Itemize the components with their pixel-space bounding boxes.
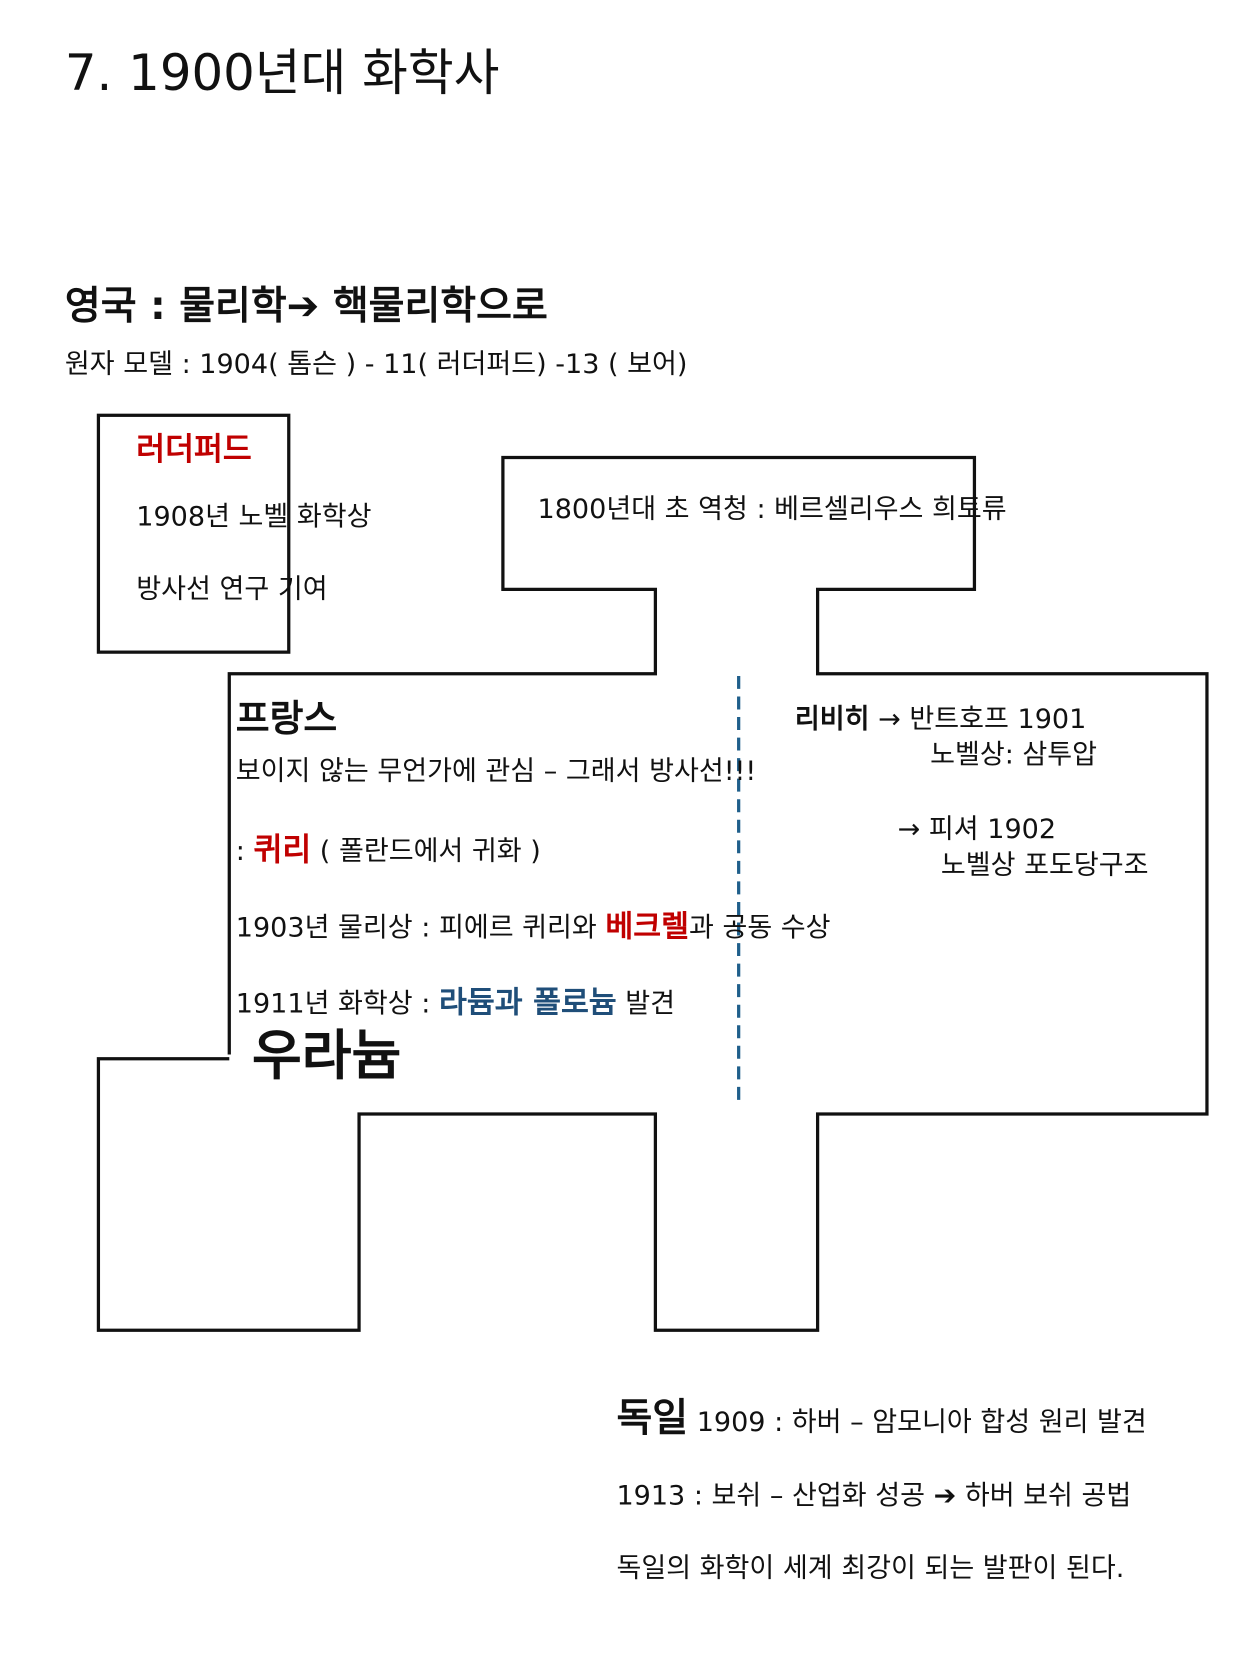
- france-heading: 프랑스: [235, 697, 338, 741]
- uk-heading: 영국 : 물리학➔ 핵물리학으로: [64, 284, 548, 329]
- fischer-line: → 피셔 1902: [897, 813, 1057, 845]
- germany-heading: 독일: [616, 1396, 689, 1441]
- vanthoff-prize: 노벨상: 삼투압: [930, 738, 1098, 771]
- physics-prize-suffix: 과 공동 수상: [688, 911, 831, 944]
- chemistry-prize-suffix: 발견: [616, 987, 676, 1019]
- country-map-outline: [96, 455, 1209, 1332]
- curie-line: : 퀴리 ( 폴란드에서 귀화 ): [236, 831, 541, 869]
- chemistry-prize-prefix: 1911년 화학상 :: [235, 987, 439, 1019]
- uranium-label: 우라늄: [251, 1024, 402, 1087]
- curie-suffix: ( 폴란드에서 귀화 ): [311, 834, 541, 867]
- rutherford-contribution: 방사선 연구 기여: [136, 573, 328, 605]
- physics-prize-line: 1903년 물리상 : 피에르 퀴리와 베크렐과 공동 수상: [236, 908, 831, 944]
- fischer-prize: 노벨상 포도당구조: [940, 848, 1149, 881]
- radium-polonium: 라듐과 폴로늄: [438, 984, 617, 1020]
- atom-model-text: 원자 모델 : 1904( 톰슨 ) - 11( 러더퍼드) -13 ( 보어): [64, 348, 688, 380]
- bosch-text: 1913 : 보쉬 – 산업화 성공 ➔ 하버 보쉬 공법: [616, 1479, 1132, 1511]
- rutherford-box: [96, 413, 291, 654]
- chemistry-prize-line: 1911년 화학상 : 라듐과 폴로늄 발견: [236, 984, 675, 1020]
- curie-prefix: :: [235, 834, 254, 867]
- rutherford-nobel: 1908년 노벨 화학상: [136, 500, 372, 533]
- vanthoff-line: → 반트호프 1901: [878, 702, 1087, 735]
- early-1800s-text: 1800년대 초 역청 : 베르셀리우스 희토류: [537, 493, 1007, 525]
- france-interest-text: 보이지 않는 무언가에 관심 – 그래서 방사선!!!: [235, 754, 757, 787]
- germany-line-1: 독일 1909 : 하버 – 암모니아 합성 원리 발견: [616, 1395, 1146, 1442]
- becquerel-name: 베크렐: [605, 908, 689, 945]
- rutherford-name: 러더퍼드: [136, 430, 252, 468]
- page-title: 7. 1900년대 화학사: [64, 43, 500, 102]
- liebig-line: 리비히 → 반트호프 1901: [795, 703, 1086, 735]
- physics-prize-prefix: 1903년 물리상 : 피에르 퀴리와: [235, 911, 606, 944]
- haber-text: 1909 : 하버 – 암모니아 합성 원리 발견: [688, 1405, 1147, 1438]
- curie-name: 퀴리: [253, 830, 312, 868]
- germany-conclusion: 독일의 화학이 세계 최강이 되는 발판이 된다.: [616, 1551, 1125, 1584]
- liebig-name: 리비히: [794, 702, 870, 735]
